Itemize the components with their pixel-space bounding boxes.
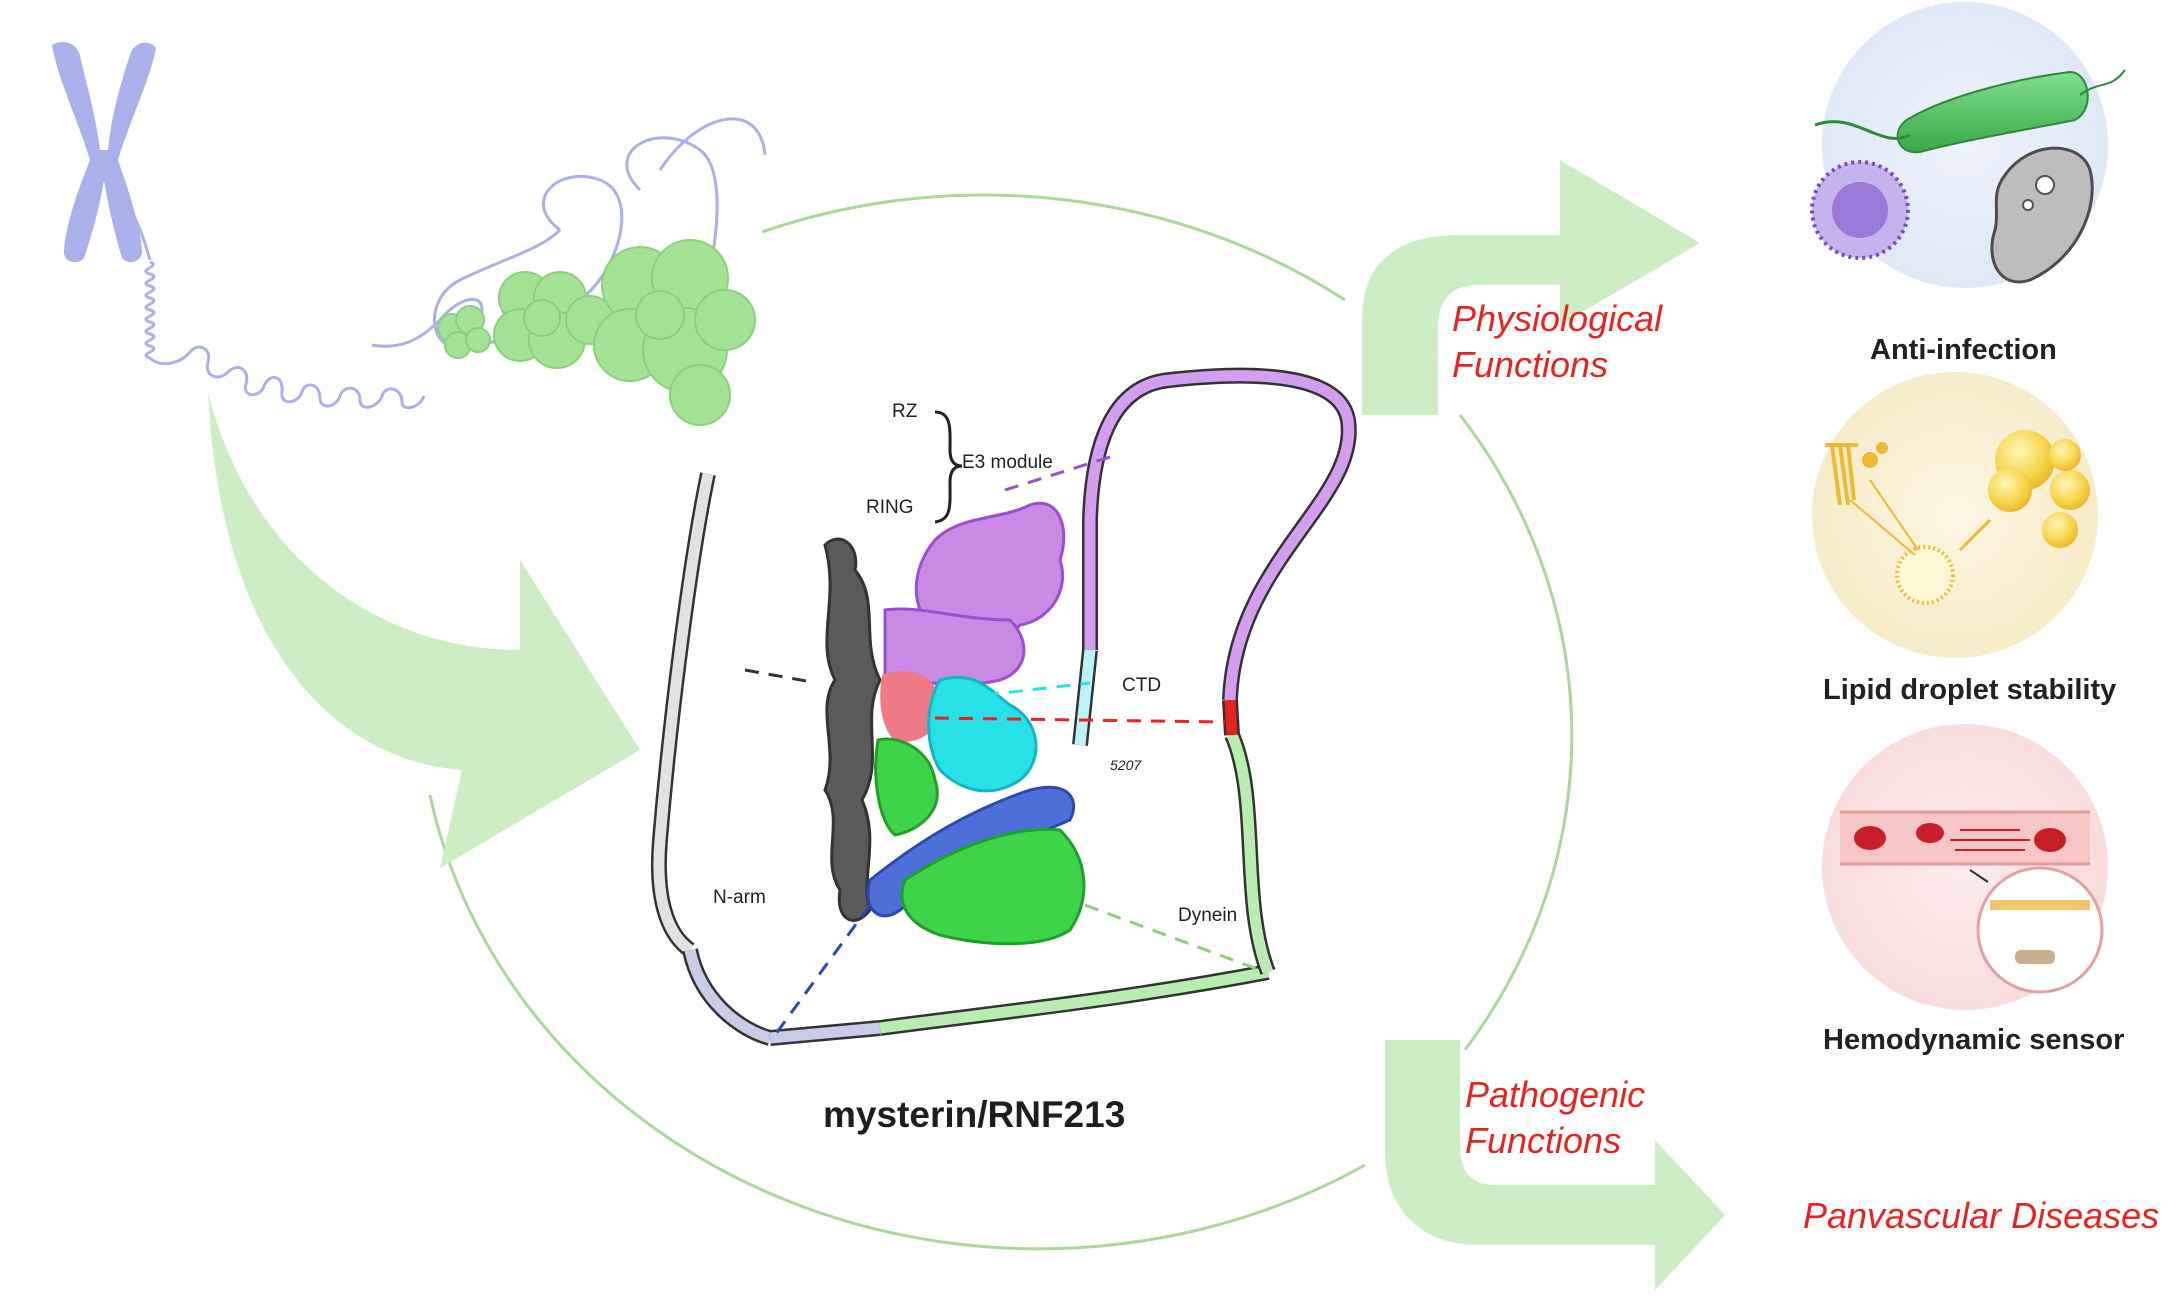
hemodynamic-illustration <box>1822 724 2108 1010</box>
nucleosome-icon <box>437 239 756 426</box>
pathogenic-label: Pathogenic Functions <box>1465 1072 1645 1164</box>
lipid-droplet-label: Lipid droplet stability <box>1823 674 2117 706</box>
anti-infection-illustration <box>1810 2 2126 288</box>
physiological-label: Physiological Functions <box>1452 296 1662 388</box>
anti-infection-label: Anti-infection <box>1870 334 2057 366</box>
rz-label: RZ <box>892 401 918 422</box>
protein-structure <box>823 501 1086 946</box>
n-arm-label: N-arm <box>713 887 766 908</box>
pathogenic-label-line2: Functions <box>1465 1120 1622 1161</box>
ctd-label: CTD <box>1122 675 1162 696</box>
e3-module-label: E3 module <box>962 452 1053 473</box>
e3-brace <box>934 410 963 524</box>
ring-label: RING <box>866 497 914 518</box>
physiological-label-line1: Physiological <box>1452 298 1663 339</box>
cycle-circle <box>428 193 1574 1251</box>
pathogenic-arrow <box>1385 1040 1725 1290</box>
physiological-arrow <box>1362 160 1700 415</box>
input-arrow <box>208 392 640 868</box>
domain-connectors <box>744 455 1261 1036</box>
hemodynamic-label: Hemodynamic sensor <box>1823 1024 2125 1056</box>
center-title: mysterin/RNF213 <box>823 1094 1126 1135</box>
physiological-label-line2: Functions <box>1452 344 1609 385</box>
panvascular-label: Panvascular Diseases <box>1803 1195 2160 1236</box>
pathogenic-label-line1: Pathogenic <box>1465 1074 1646 1115</box>
lipid-droplet-illustration <box>1812 372 2098 658</box>
protein-outline <box>650 367 1357 1046</box>
site-label: 5207 <box>1110 757 1142 773</box>
dynein-label: Dynein <box>1178 905 1238 926</box>
